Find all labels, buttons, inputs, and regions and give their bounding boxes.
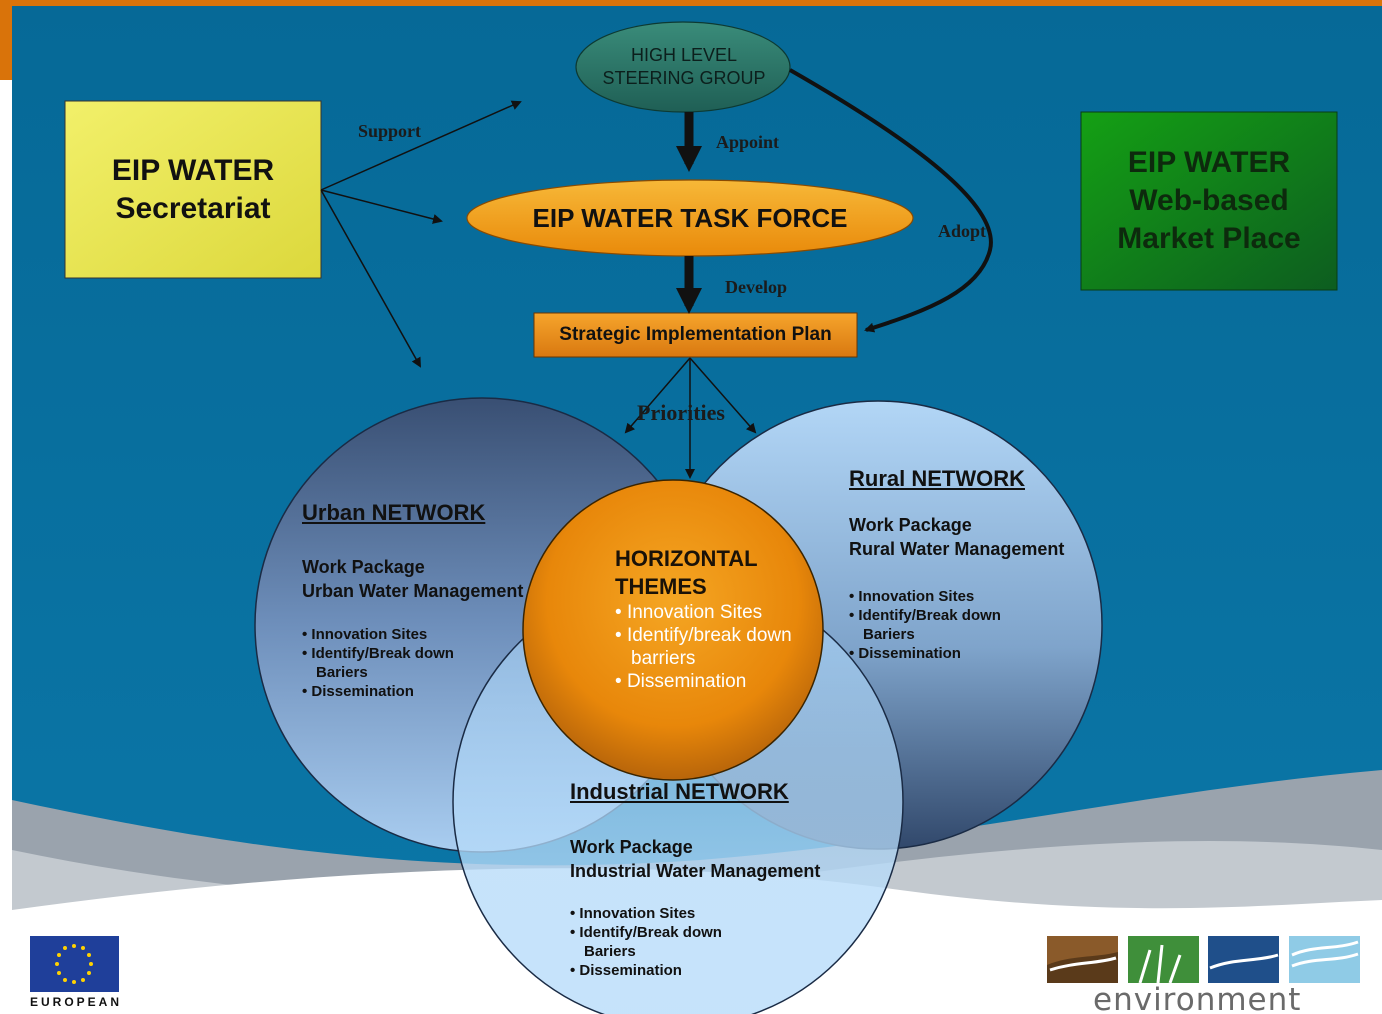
secretariat-line1: EIP WATER: [111, 153, 275, 187]
eu-logo-text: EUROPEAN: [30, 995, 123, 1009]
rural-item: Dissemination: [849, 644, 1001, 663]
horizontal-theme-item: barriers: [631, 648, 696, 669]
horizontal-themes-title-line2: THEMES: [615, 574, 707, 599]
urban-item: Identify/Break down: [302, 644, 454, 663]
task-force-label: EIP WATER TASK FORCE: [532, 202, 848, 233]
support-arrow-networks: [320, 189, 421, 368]
steering-group-shape: [575, 21, 791, 113]
steering-group-line1: HIGH LEVEL: [630, 45, 738, 65]
task-force-node: EIP WATER TASK FORCE: [467, 198, 913, 238]
edge-label-adopt: Adopt: [938, 221, 987, 241]
industrial-work-package: Work Package Industrial Water Management: [570, 835, 820, 883]
marketplace-shape: [1080, 111, 1338, 291]
edge-label-priorities: Priorities: [637, 400, 725, 425]
urban-item: Innovation Sites: [302, 625, 454, 644]
industrial-wp-line1: Work Package: [570, 837, 693, 857]
horizontal-themes-title: HORIZONTAL THEMES: [615, 545, 758, 601]
secretariat-shape: [64, 100, 322, 279]
rural-wp-line1: Work Package: [849, 515, 972, 535]
urban-wp-line2: Urban Water Management: [302, 581, 524, 601]
left-accent-bar: [0, 0, 12, 80]
horizontal-theme-item: Dissemination: [615, 670, 792, 693]
marketplace-node: EIP WATER Web-based Market Place: [1081, 112, 1337, 290]
industrial-item: Identify/Break down: [570, 923, 722, 942]
horizontal-theme-item: Identify/break down: [615, 624, 792, 647]
marketplace-line3: Market Place: [1117, 222, 1301, 255]
rural-work-package: Work Package Rural Water Management: [849, 513, 1064, 561]
environment-logo-text: environment: [1093, 982, 1302, 1014]
rural-wp-line2: Rural Water Management: [849, 539, 1065, 559]
secretariat-node: EIP WATER Secretariat: [65, 101, 321, 278]
steering-group-node: HIGH LEVEL STEERING GROUP: [578, 38, 790, 96]
sip-label: Strategic Implementation Plan: [559, 324, 832, 345]
eu-stars: [55, 944, 93, 984]
urban-network-title: Urban NETWORK: [302, 500, 486, 525]
industrial-wp-line2: Industrial Water Management: [570, 861, 821, 881]
left-margin: [0, 80, 12, 1014]
top-accent-bar: [0, 0, 1382, 6]
edge-label-support: Support: [358, 121, 422, 141]
rural-item: Innovation Sites: [849, 587, 1001, 606]
priorities-arrow-urban: [624, 357, 691, 434]
steering-group-line2: STEERING GROUP: [602, 68, 766, 88]
edge-label-develop: Develop: [725, 277, 787, 297]
industrial-item: Innovation Sites: [570, 904, 722, 923]
horizontal-themes-list: Innovation Sites Identify/break down bar…: [615, 601, 792, 693]
adopt-arrow: [789, 68, 993, 333]
edge-label-appoint: Appoint: [716, 132, 780, 152]
support-arrow-taskforce: [320, 189, 443, 224]
industrial-item: Bariers: [584, 943, 636, 960]
urban-item: Bariers: [316, 664, 368, 681]
rural-item: Bariers: [863, 626, 915, 643]
urban-wp-line1: Work Package: [302, 557, 425, 577]
sip-node: Strategic Implementation Plan: [534, 313, 857, 357]
industrial-item: Dissemination: [570, 961, 722, 980]
urban-work-package: Work Package Urban Water Management: [302, 555, 523, 603]
rural-items-list: Innovation Sites Identify/Break down Bar…: [849, 587, 1001, 663]
env-tile-plants: [1128, 936, 1199, 983]
rural-item: Identify/Break down: [849, 606, 1001, 625]
support-arrow-steering: [320, 100, 522, 191]
rural-network-title: Rural NETWORK: [849, 466, 1025, 491]
urban-items-list: Innovation Sites Identify/Break down Bar…: [302, 625, 454, 701]
sip-shape: [533, 312, 858, 358]
urban-item: Dissemination: [302, 682, 454, 701]
secretariat-line2: Secretariat: [115, 191, 271, 225]
priorities-arrow-rural: [689, 357, 757, 434]
industrial-network-title: Industrial NETWORK: [570, 779, 789, 804]
industrial-items-list: Innovation Sites Identify/Break down Bar…: [570, 904, 722, 980]
marketplace-line1: EIP WATER: [1127, 146, 1291, 179]
marketplace-line2: Web-based: [1129, 184, 1289, 217]
horizontal-themes-title-line1: HORIZONTAL: [615, 546, 758, 571]
horizontal-theme-item: Innovation Sites: [615, 601, 792, 624]
